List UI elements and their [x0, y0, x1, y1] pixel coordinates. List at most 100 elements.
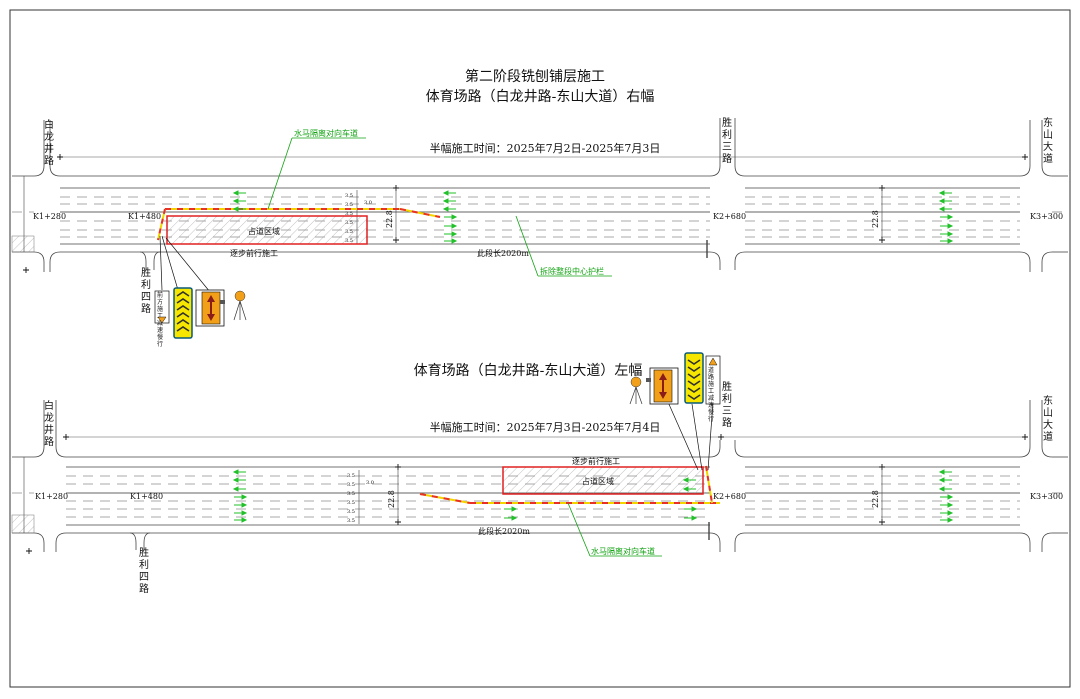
top-intersections — [33, 118, 1053, 272]
top-road-shengli-4: 胜利四路 — [141, 267, 151, 315]
direction-arrow — [232, 477, 246, 483]
direction-arrow — [940, 238, 954, 244]
direction-arrow — [938, 486, 952, 492]
bottom-width-value: 22.8 — [387, 490, 396, 508]
svg-text:3.0: 3.0 — [366, 480, 374, 486]
direction-arrow — [938, 190, 952, 196]
top-warning-sign: 前方施工减速慢行 — [154, 290, 170, 348]
svg-text:胜利三路: 胜利三路 — [722, 117, 732, 165]
direction-arrow — [444, 231, 458, 237]
direction-arrow — [938, 477, 952, 483]
direction-arrow — [232, 206, 246, 212]
direction-arrow — [940, 214, 954, 220]
bottom-sign-leaders — [667, 401, 714, 471]
bottom-arrow-board — [646, 367, 679, 405]
svg-text:白龙井路: 白龙井路 — [44, 118, 54, 167]
top-label-median: 拆除整段中心护栏 — [540, 266, 604, 276]
svg-text:3.5: 3.5 — [347, 500, 355, 506]
top-title-line2: 体育场路（白龙井路-东山大道）右幅 — [426, 89, 655, 105]
svg-text:3.0: 3.0 — [364, 200, 372, 206]
direction-arrow — [232, 198, 246, 204]
direction-arrow — [444, 223, 458, 229]
svg-text:胜利四路: 胜利四路 — [141, 267, 151, 315]
top-title-line1: 第二阶段铣刨铺层施工 — [465, 68, 605, 85]
direction-arrow — [940, 517, 954, 523]
bottom-barrier-line — [419, 465, 720, 504]
direction-arrow — [684, 515, 698, 521]
bottom-intersections — [33, 400, 1053, 552]
svg-text:东山大道: 东山大道 — [1043, 116, 1053, 165]
direction-arrow — [940, 223, 954, 229]
direction-arrow — [234, 502, 248, 508]
bottom-road-dongshan: 东山大道 — [1043, 394, 1053, 443]
direction-arrow — [682, 477, 696, 483]
direction-arrow — [234, 517, 248, 523]
direction-arrow — [504, 515, 518, 521]
top-work-zone-label: 占道区域 — [248, 226, 280, 236]
svg-text:胜利三路: 胜利三路 — [722, 381, 732, 429]
svg-text:3.5: 3.5 — [347, 482, 355, 488]
bottom-road-edges — [12, 456, 1068, 534]
bottom-chevron-sign — [684, 352, 704, 404]
top-station-k2-680: K2+680 — [713, 212, 746, 221]
svg-text:道路施工减速慢行: 道路施工减速慢行 — [708, 366, 714, 423]
bottom-progress-note: 逐步前行施工 — [572, 456, 620, 466]
bottom-station-ticks — [23, 457, 710, 540]
bottom-road-shengli-4: 胜利四路 — [139, 547, 149, 595]
top-label-barrier: 水马隔离对向车道 — [294, 128, 358, 138]
direction-arrow — [940, 494, 954, 500]
direction-arrow — [938, 469, 952, 475]
top-station-k3-300: K3+300 — [1030, 212, 1063, 221]
bottom-warning-sign: 道路施工减速慢行 — [705, 355, 721, 423]
bottom-station-k1-480: K1+480 — [130, 492, 163, 501]
direction-arrow — [444, 238, 458, 244]
top-median-leader — [515, 215, 539, 277]
svg-text:白龙井路: 白龙井路 — [44, 399, 54, 448]
top-station-k1-280: K1+280 — [33, 212, 66, 221]
top-road-baiiongjing: 白龙井路 — [44, 118, 54, 167]
top-progress-note: 逐步前行施工 — [230, 248, 278, 258]
bottom-left-hatch — [11, 514, 35, 534]
top-station-k1-480: K1+480 — [128, 212, 161, 221]
bottom-barrier-leader — [567, 502, 591, 557]
top-sign-leaders — [159, 235, 211, 293]
top-length-note: 此段长2020m — [477, 248, 529, 258]
bottom-road-shengli-3: 胜利三路 — [722, 381, 732, 429]
direction-arrow — [442, 198, 456, 204]
direction-arrow — [940, 231, 954, 237]
top-lane-markings — [12, 196, 1068, 238]
top-road-shengli-3: 胜利三路 — [722, 117, 732, 165]
svg-text:3.5: 3.5 — [347, 491, 355, 497]
sheet-border — [9, 9, 1071, 688]
bottom-title: 体育场路（白龙井路-东山大道）左幅 — [414, 363, 643, 379]
direction-arrow — [682, 486, 696, 492]
bottom-plan: 体育场路（白龙井路-东山大道）左幅 半幅施工时间：2025年7月3日-2025年… — [11, 352, 1068, 595]
top-width-value: 22.8 — [385, 210, 394, 228]
bottom-work-zone: 占道区域 — [502, 466, 704, 495]
top-direction-arrows — [232, 190, 954, 244]
bottom-station-k2-680: K2+680 — [713, 492, 746, 501]
svg-text:东山大道: 东山大道 — [1043, 394, 1053, 443]
svg-text:前方施工减速慢行: 前方施工减速慢行 — [157, 291, 163, 348]
direction-arrow — [940, 510, 954, 516]
top-road-dongshan: 东山大道 — [1043, 116, 1053, 165]
top-width-value-2: 22.8 — [871, 210, 880, 228]
svg-text:3.5: 3.5 — [345, 193, 353, 199]
bottom-warning-light — [629, 376, 643, 405]
top-barrier-leader — [267, 137, 293, 210]
bottom-station-k3-300: K3+300 — [1030, 492, 1063, 501]
top-schedule: 半幅施工时间：2025年7月2日-2025年7月3日 — [430, 141, 661, 155]
direction-arrow — [444, 214, 458, 220]
top-work-zone: 占道区域 — [166, 215, 368, 245]
direction-arrow — [232, 469, 246, 475]
direction-arrow — [234, 510, 248, 516]
top-chevron-sign — [173, 287, 193, 339]
top-left-hatch — [11, 235, 35, 253]
bottom-width-value-2: 22.8 — [871, 490, 880, 508]
direction-arrow — [232, 486, 246, 492]
bottom-road-bailongjing: 白龙井路 — [44, 399, 54, 448]
direction-arrow — [232, 190, 246, 196]
top-plan: 第二阶段铣刨铺层施工 体育场路（白龙井路-东山大道）右幅 半幅施工时间：2025… — [11, 68, 1068, 348]
